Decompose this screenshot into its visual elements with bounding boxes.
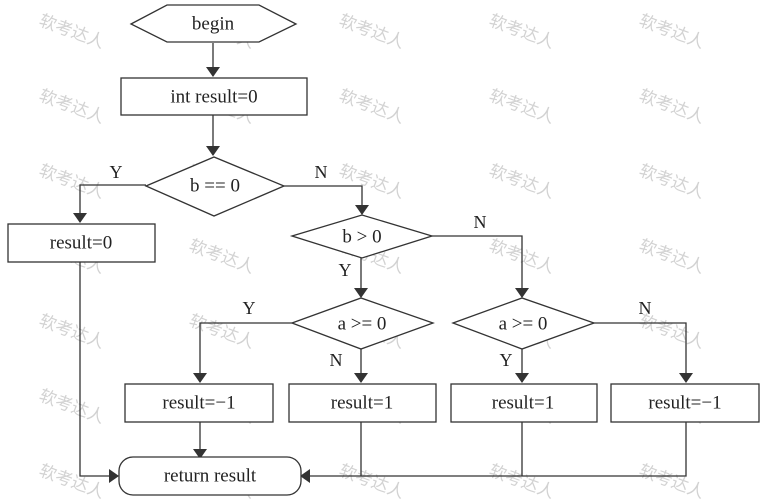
node-set-neg1-right-label: result=−1 bbox=[648, 393, 721, 414]
watermark-text: 软考达人 bbox=[36, 386, 107, 428]
node-cond-b-gt-0: b > 0 bbox=[289, 214, 435, 259]
edge-label-b-gt-0-no: N bbox=[474, 212, 487, 232]
edge-label-a-ge-0-left-no: N bbox=[330, 350, 343, 370]
edge-right-merge-return bbox=[300, 422, 687, 483]
node-cond-b-eq-0-label: b == 0 bbox=[190, 176, 240, 197]
node-begin: begin bbox=[129, 4, 298, 43]
node-set-1-right-label: result=1 bbox=[492, 393, 554, 414]
watermark-text: 软考达人 bbox=[486, 161, 557, 203]
edge-b-gt-0-no bbox=[432, 235, 529, 298]
node-set-1-left: result=1 bbox=[288, 383, 437, 423]
edge-b-eq-0-yes bbox=[73, 184, 146, 223]
node-set-neg1-left-label: result=−1 bbox=[162, 393, 235, 414]
node-return-label: return result bbox=[164, 466, 257, 487]
node-init: int result=0 bbox=[120, 77, 308, 116]
node-cond-a-ge-0-left-label: a >= 0 bbox=[338, 314, 387, 335]
node-set-1-left-label: result=1 bbox=[331, 393, 393, 414]
watermark-text: 软考达人 bbox=[336, 86, 407, 128]
node-set-neg1-left: result=−1 bbox=[124, 383, 274, 423]
watermark-text: 软考达人 bbox=[336, 11, 407, 53]
watermark-text: 软考达人 bbox=[336, 461, 407, 501]
watermark-text: 软考达人 bbox=[36, 86, 107, 128]
watermark-text: 软考达人 bbox=[636, 161, 707, 203]
edge-label-a-ge-0-right-no: N bbox=[639, 298, 652, 318]
watermark-text: 软考达人 bbox=[636, 86, 707, 128]
node-set-neg1-right: result=−1 bbox=[610, 383, 760, 423]
edge-label-b-eq-0-no: N bbox=[315, 162, 328, 182]
node-init-label: int result=0 bbox=[170, 87, 257, 108]
watermark-text: 软考达人 bbox=[336, 161, 407, 203]
connectors bbox=[73, 43, 693, 483]
watermark-text: 软考达人 bbox=[186, 236, 257, 278]
watermark-text: 软考达人 bbox=[36, 461, 107, 501]
watermark-text: 软考达人 bbox=[36, 11, 107, 53]
edge-a-ge-0-left-yes bbox=[193, 322, 292, 383]
edge-label-a-ge-0-right-yes: Y bbox=[500, 350, 513, 370]
node-return: return result bbox=[118, 456, 302, 496]
watermark-text: 软考达人 bbox=[36, 161, 107, 203]
node-set-1-right: result=1 bbox=[450, 383, 598, 423]
watermark-text: 软考达人 bbox=[636, 461, 707, 501]
watermark-text: 软考达人 bbox=[36, 311, 107, 353]
watermark-text: 软考达人 bbox=[486, 86, 557, 128]
node-cond-a-ge-0-left: a >= 0 bbox=[290, 297, 435, 350]
watermark-text: 软考达人 bbox=[636, 11, 707, 53]
node-set-zero-label: result=0 bbox=[50, 233, 112, 254]
edge-label-a-ge-0-left-yes: Y bbox=[243, 298, 256, 318]
node-cond-b-eq-0: b == 0 bbox=[144, 156, 286, 217]
watermark-text: 软考达人 bbox=[486, 11, 557, 53]
edge-b-eq-0-no bbox=[284, 185, 369, 215]
node-cond-a-ge-0-right-label: a >= 0 bbox=[499, 314, 548, 335]
node-cond-b-gt-0-label: b > 0 bbox=[342, 227, 381, 248]
edge-label-b-gt-0-yes: Y bbox=[339, 260, 352, 280]
edge-set-zero-return bbox=[79, 262, 119, 483]
edge-label-b-eq-0-yes: Y bbox=[110, 162, 123, 182]
node-set-zero: result=0 bbox=[7, 223, 156, 263]
node-begin-label: begin bbox=[192, 14, 235, 35]
node-cond-a-ge-0-right: a >= 0 bbox=[451, 297, 596, 350]
edge-a-ge-0-right-no bbox=[593, 322, 693, 383]
watermark-text: 软考达人 bbox=[636, 236, 707, 278]
